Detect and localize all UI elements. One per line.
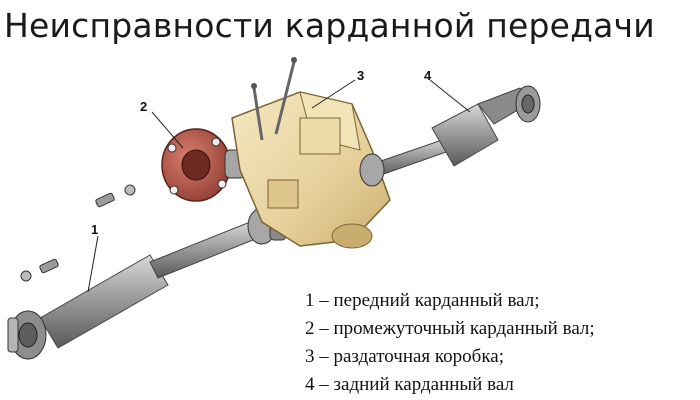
leader-lines (87, 79, 471, 293)
rear-shaft-front-joint (359, 153, 385, 187)
legend-item-intermediate-driveshaft: 2 – промежуточный карданный вал; (305, 318, 595, 339)
legend-item-front-driveshaft: 1 – передний карданный вал; (305, 290, 540, 311)
rear-driveshaft (359, 85, 541, 187)
callout-1: 1 (91, 222, 99, 237)
legend: 1 – передний карданный вал; 2 – промежут… (305, 287, 595, 399)
callout-2: 2 (140, 99, 148, 114)
intermediate-shaft-flange (161, 128, 246, 202)
callout-4: 4 (424, 68, 432, 83)
shift-levers (251, 57, 297, 141)
front-universal-joint (7, 310, 47, 360)
page-title: Неисправности карданной передачи (4, 6, 655, 45)
legend-item-rear-driveshaft: 4 – задний карданный вал (305, 374, 514, 395)
callout-3: 3 (357, 68, 365, 83)
bolt-group-lower (20, 258, 59, 282)
front-driveshaft (7, 207, 287, 360)
rear-universal-joint (515, 85, 541, 123)
legend-item-transfer-case: 3 – раздаточная коробка; (305, 346, 504, 367)
bolt-group-upper (95, 184, 136, 208)
